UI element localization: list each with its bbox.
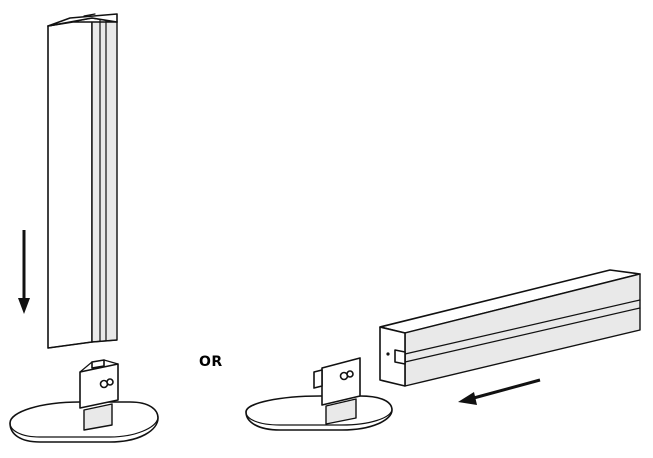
left-base xyxy=(9,359,159,443)
down-arrow-icon xyxy=(18,230,30,314)
vertical-post xyxy=(47,13,118,349)
left-arrow-icon xyxy=(458,378,541,405)
or-separator-label: OR xyxy=(199,354,223,370)
horizontal-beam xyxy=(379,269,641,387)
right-base xyxy=(245,357,393,431)
